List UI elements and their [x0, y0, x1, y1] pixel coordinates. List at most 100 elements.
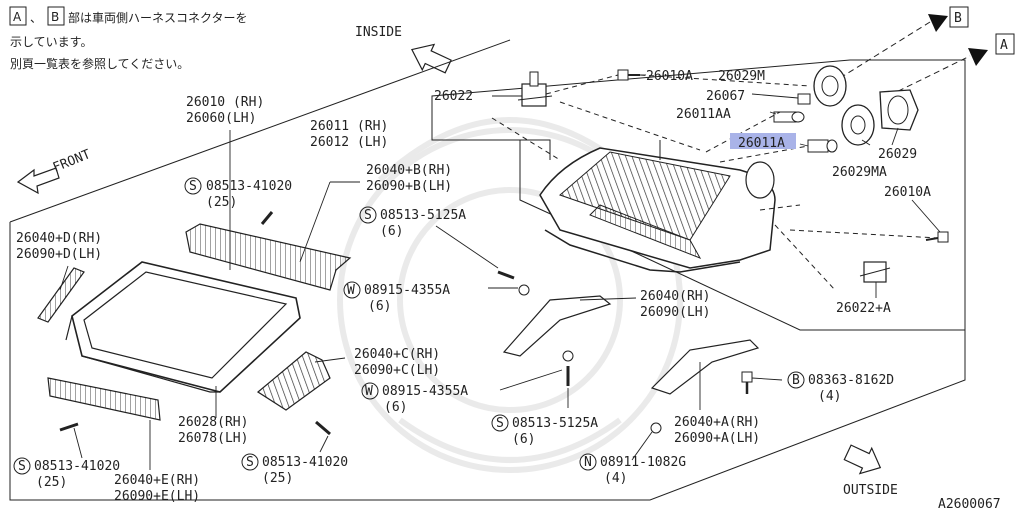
label-26040e-rh: 26040+E(RH) — [114, 473, 200, 488]
note-line-3: 別頁一覧表を参照してください。 — [10, 56, 189, 71]
label-26010a-top: 26010A — [646, 69, 693, 84]
bulb-26011aa — [773, 111, 805, 123]
trim-26040c — [256, 351, 331, 411]
label-26040b-rh: 26040+B(RH) — [366, 163, 452, 178]
label-08915-4355a-b: 08915-4355A — [382, 384, 468, 399]
screw-08513-41020-d — [315, 420, 331, 436]
label-26090b-lh: 26090+B(LH) — [366, 179, 452, 194]
trim-26040b — [185, 223, 352, 291]
label-26090-lh: 26090(LH) — [640, 305, 710, 320]
symbol-s-a: S — [189, 179, 197, 194]
bracket-26040 — [502, 295, 612, 357]
label-08513-41020-e-qty: (25) — [262, 471, 293, 486]
screw-08513-41020-e — [59, 422, 79, 432]
screw-08513-5125a-a — [497, 270, 515, 280]
label-08363-8162d: 08363-8162D — [808, 373, 894, 388]
bulb-26067 — [797, 93, 811, 105]
outside-label: OUTSIDE — [843, 483, 898, 498]
symbol-w-b: W — [365, 384, 373, 399]
label-26022a: 26022+A — [836, 301, 891, 316]
label-08915-4355a-a-qty: (6) — [368, 299, 391, 314]
label-08513-5125a-a: 08513-5125A — [380, 208, 466, 223]
symbol-s-d: S — [18, 459, 26, 474]
assembly-dashed-leaders — [491, 74, 939, 291]
label-08513-41020-a: 08513-41020 — [206, 179, 292, 194]
connector-callout-b: B — [839, 6, 969, 79]
diagram-id: A2600067 — [938, 497, 1001, 511]
symbol-b: B — [792, 373, 800, 388]
arrow-a-icon — [968, 48, 988, 66]
label-08513-5125a-b: 08513-5125A — [512, 416, 598, 431]
symbol-w-a: W — [347, 283, 355, 298]
screw-08513-41020-a — [260, 211, 274, 225]
washer-08915-b — [562, 350, 574, 362]
label-26090c-lh: 26090+C(LH) — [354, 363, 440, 378]
callout-a-letter: A — [1000, 38, 1008, 53]
label-08513-41020-a-qty: (25) — [206, 195, 237, 210]
label-26090e-lh: 26090+E(LH) — [114, 489, 200, 504]
symbol-s-e: S — [246, 455, 254, 470]
inside-arrow-icon — [410, 43, 452, 74]
label-26090d-lh: 26090+D(LH) — [16, 247, 102, 262]
label-26078-lh: 26078(LH) — [178, 431, 248, 446]
label-26029: 26029 — [878, 147, 917, 162]
watermark-crest — [337, 117, 683, 473]
label-08915-4355a-a: 08915-4355A — [364, 283, 450, 298]
label-26010-rh: 26010 (RH) — [186, 95, 264, 110]
cover-26029 — [879, 89, 919, 131]
label-26029m: 26029M — [718, 69, 765, 84]
note-box-b-letter: B — [51, 10, 59, 24]
label-26090a-lh: 26090+A(LH) — [674, 431, 760, 446]
label-08915-4355a-b-qty: (6) — [384, 400, 407, 415]
label-26012-lh: 26012 (LH) — [310, 135, 388, 150]
washer-08915-a — [518, 284, 530, 296]
label-leaders — [59, 74, 941, 470]
cover-26029ma — [841, 104, 875, 146]
symbol-n: N — [584, 455, 592, 470]
cap-26029m — [813, 65, 847, 107]
socket-26022a — [859, 261, 891, 283]
bolt-08363 — [741, 371, 753, 394]
headlamp-assembly — [539, 140, 776, 273]
socket-26022 — [517, 71, 553, 107]
label-08513-41020-e: 08513-41020 — [262, 455, 348, 470]
label-26011a: 26011A — [738, 136, 785, 151]
label-26011aa: 26011AA — [676, 107, 731, 122]
label-26022: 26022 — [434, 89, 473, 104]
label-08363-8162d-qty: (4) — [818, 389, 841, 404]
label-26040a-rh: 26040+A(RH) — [674, 415, 760, 430]
symbol-s-b: S — [364, 208, 372, 223]
bulb-26011a — [807, 139, 838, 153]
label-26010a-right: 26010A — [884, 185, 931, 200]
outside-direction: OUTSIDE — [843, 444, 898, 498]
highlight-26011a — [730, 133, 796, 149]
label-26028-rh: 26028(RH) — [178, 415, 248, 430]
outside-arrow-icon — [843, 444, 882, 475]
inside-direction: INSIDE — [355, 25, 452, 74]
symbol-s-c: S — [496, 416, 504, 431]
label-26040c-rh: 26040+C(RH) — [354, 347, 440, 362]
inside-label: INSIDE — [355, 25, 402, 40]
headlamp-assembly-frame — [431, 59, 966, 331]
label-08513-41020-d: 08513-41020 — [34, 459, 120, 474]
front-direction: FRONT — [16, 147, 93, 195]
label-08513-41020-d-qty: (25) — [36, 475, 67, 490]
label-08513-5125a-b-qty: (6) — [512, 432, 535, 447]
callout-box-a — [9, 6, 27, 26]
label-08911-1082g: 08911-1082G — [600, 455, 686, 470]
nut-08911 — [650, 422, 662, 434]
front-label: FRONT — [51, 147, 93, 176]
label-26067: 26067 — [706, 89, 745, 104]
arrow-b-icon — [928, 14, 948, 32]
label-26040-rh: 26040(RH) — [640, 289, 710, 304]
note-line-1: 部は車両側ハーネスコネクターを — [68, 10, 248, 25]
label-08513-5125a-a-qty: (6) — [380, 224, 403, 239]
connector-callout-a: A — [879, 33, 1015, 101]
lower-group-frame — [9, 39, 966, 501]
callout-b-letter: B — [954, 11, 962, 26]
label-26060-lh: 26060(LH) — [186, 111, 256, 126]
label-08911-1082g-qty: (4) — [604, 471, 627, 486]
label-26011-rh: 26011 (RH) — [310, 119, 388, 134]
note-sep: 、 — [30, 11, 42, 25]
